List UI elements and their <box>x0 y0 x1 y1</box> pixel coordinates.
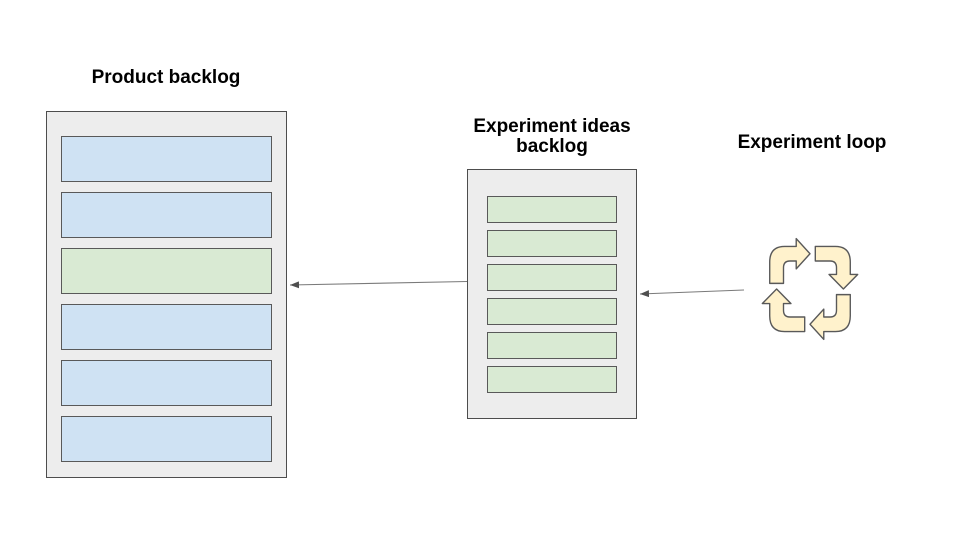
ideas-to-product-connector-arrow <box>289 280 468 289</box>
product-backlog-container <box>46 111 287 478</box>
product-backlog-item <box>61 304 272 350</box>
cycle-arrow-top-left <box>769 237 811 285</box>
experiment-idea-item <box>487 230 617 257</box>
cycle-arrow-bottom-left <box>761 288 806 333</box>
experiment-ideas-backlog-container <box>467 169 637 419</box>
product-backlog-item <box>61 416 272 462</box>
product-backlog-item-green <box>61 248 272 294</box>
experiment-loop-title: Experiment loop <box>737 132 887 153</box>
cycle-arrow-top-right <box>814 245 859 290</box>
cycle-arrow-bottom-right <box>809 293 851 341</box>
product-backlog-item <box>61 136 272 182</box>
cycle-arrows-icon <box>761 237 859 341</box>
experiment-idea-item <box>487 366 617 393</box>
experiment-idea-item <box>487 264 617 291</box>
experiment-idea-item <box>487 298 617 325</box>
experiment-idea-item <box>487 332 617 359</box>
product-backlog-title: Product backlog <box>91 67 241 88</box>
experiment-ideas-backlog-title: Experiment ideas backlog <box>473 116 631 157</box>
experiment-idea-item <box>487 196 617 223</box>
product-backlog-item <box>61 192 272 238</box>
product-backlog-item <box>61 360 272 406</box>
loop-to-ideas-connector-arrow <box>639 289 745 298</box>
